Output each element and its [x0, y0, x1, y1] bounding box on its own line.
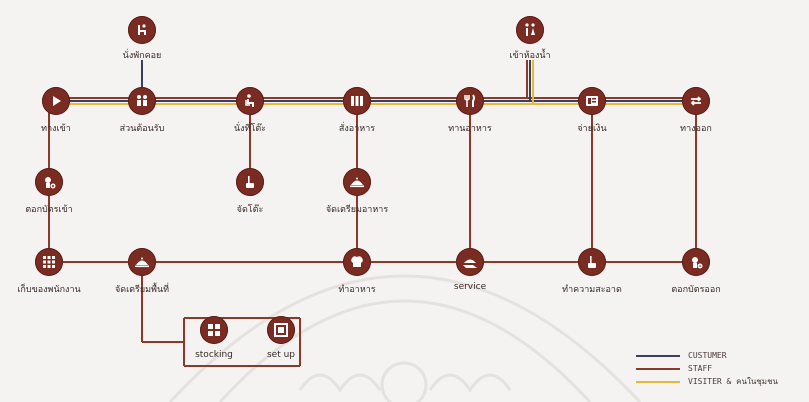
- restroom-icon: [516, 16, 544, 44]
- node-label: นั่งที่โต๊ะ: [234, 124, 266, 134]
- legend-label: STAFF: [688, 364, 713, 373]
- legend-label: VISITER & คนในชุมชน: [688, 377, 778, 386]
- node-label: ตอกบัตรออก: [671, 285, 721, 295]
- node-label: สั่งอาหาร: [338, 124, 376, 134]
- node-label: service: [453, 282, 487, 292]
- node-label: ทางออก: [680, 124, 712, 134]
- node-label: นั่งพักคอย: [122, 51, 162, 61]
- node-label: จัดโต๊ะ: [236, 205, 264, 215]
- legend-swatch: [636, 380, 680, 383]
- grid-icon: [35, 248, 63, 276]
- clock-out-icon: [682, 248, 710, 276]
- node-label: set up: [266, 350, 296, 360]
- node-label: ทานอาหาร: [448, 124, 492, 134]
- node-label: ส่วนต้อนรับ: [119, 124, 165, 134]
- seated-person-icon: [236, 87, 264, 115]
- node-label: ทางเข้า: [41, 124, 71, 134]
- play-icon: [42, 87, 70, 115]
- legend-swatch: [636, 354, 680, 357]
- restroom-branch-line: [526, 60, 534, 104]
- cloche-icon: [128, 248, 156, 276]
- node-label: ทำอาหาร: [338, 285, 376, 295]
- set-up-icon: [267, 316, 295, 344]
- node-label: stocking: [195, 350, 233, 360]
- clock-in-icon: [35, 168, 63, 196]
- legend-item-staff: STAFF: [636, 363, 806, 374]
- cleaning-icon: [578, 248, 606, 276]
- stocking-icon: [200, 316, 228, 344]
- cloche-icon: [343, 168, 371, 196]
- legend-swatch: [636, 367, 680, 370]
- node-label: จ่ายเงิน: [577, 124, 607, 134]
- node-label: เข้าห้องน้ำ: [509, 51, 551, 61]
- legend-label: CUSTUMER: [688, 351, 727, 360]
- fork-knife-icon: [456, 87, 484, 115]
- legend-item-customer: CUSTUMER: [636, 350, 806, 361]
- staff-connector-lines: [48, 104, 697, 367]
- bill-icon: [578, 87, 606, 115]
- node-label: จัดเตรียมอาหาร: [325, 205, 389, 215]
- cleaning-icon: [236, 168, 264, 196]
- serving-icon: [456, 248, 484, 276]
- chef-hat-icon: [343, 248, 371, 276]
- legend-item-visitor: VISITER & คนในชุมชน: [636, 376, 806, 387]
- exchange-icon: [682, 87, 710, 115]
- legend: CUSTUMER STAFF VISITER & คนในชุมชน: [636, 350, 806, 389]
- node-label: ตอกบัตรเข้า: [25, 205, 73, 215]
- node-label: เก็บของพนักงาน: [17, 285, 81, 295]
- reception-icon: [128, 87, 156, 115]
- node-label: ทำความสะอาด: [562, 285, 622, 295]
- menu-icon: [343, 87, 371, 115]
- node-label: จัดเตรียมพื้นที่: [114, 285, 170, 295]
- waiting-chair-icon: [128, 16, 156, 44]
